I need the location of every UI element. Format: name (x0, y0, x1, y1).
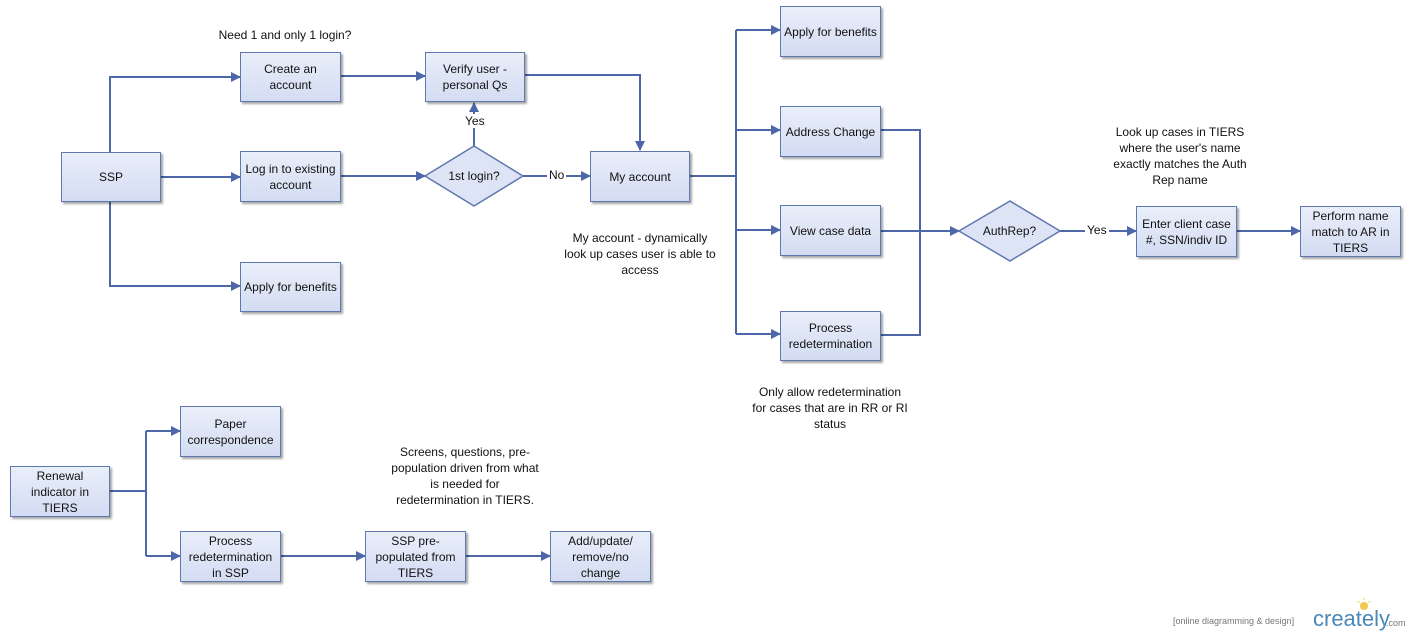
edge-process-to-authrep (881, 231, 921, 336)
node-apply-benefits-right-label: Apply for benefits (784, 24, 877, 39)
node-enter-client-case: Enter client case #, SSN/indiv ID (1136, 206, 1237, 257)
node-create-account: Create an account (240, 52, 341, 102)
edge-label-yes-verify: Yes (463, 114, 487, 128)
node-ssp-prepopulated-label: SSP pre-populated from TIERS (375, 533, 456, 580)
node-first-login-label: 1st login? (448, 169, 500, 183)
node-view-case-data-label: View case data (789, 223, 872, 238)
brand-logo-suffix: .com (1386, 618, 1406, 628)
node-my-account: My account (590, 151, 690, 202)
node-login-existing-label: Log in to existing account (245, 161, 336, 192)
node-verify-user-label: Verify user - personal Qs (442, 62, 508, 92)
node-perform-name-match-label: Perform name match to AR in TIERS (1311, 208, 1390, 255)
node-apply-benefits-right: Apply for benefits (780, 6, 881, 57)
node-my-account-label: My account (609, 169, 671, 184)
note-one-login: Need 1 and only 1 login? (218, 28, 352, 42)
node-apply-benefits-left-label: Apply for benefits (244, 280, 337, 294)
brand-tagline: [online diagramming & design] (1173, 616, 1295, 626)
edge-address-to-authrep (881, 129, 921, 231)
node-ssp-label: SSP (98, 170, 123, 184)
node-create-account-label: Create an account (264, 62, 317, 92)
node-paper-correspondence-label: Paper correspondence (187, 416, 274, 447)
node-apply-benefits-left: Apply for benefits (240, 262, 341, 312)
node-process-redetermination-label: Process redetermination (788, 321, 873, 351)
node-add-update-remove-label: Add/update/ remove/no change (568, 533, 633, 580)
node-process-redetermination-ssp-label: Process redetermination in SSP (188, 533, 273, 580)
node-ssp: SSP (61, 152, 161, 202)
decision-authrep (957, 200, 1062, 262)
node-address-change-label: Address Change (785, 124, 876, 139)
node-address-change: Address Change (780, 106, 881, 157)
edge-verify-to-myaccount (525, 74, 645, 151)
lightbulb-icon (1357, 598, 1371, 610)
node-view-case-data: View case data (780, 205, 881, 256)
note-screens: Screens, questions, pre-population drive… (391, 445, 539, 507)
node-ssp-prepopulated: SSP pre-populated from TIERS (365, 531, 466, 582)
edge-ssp-to-apply-benefits (109, 202, 241, 291)
note-lookup-tiers: Look up cases in TIERS where the user's … (1113, 125, 1247, 187)
edge-label-yes-authrep: Yes (1085, 223, 1109, 237)
node-renewal-indicator: Renewal indicator in TIERS (10, 466, 110, 517)
node-paper-correspondence: Paper correspondence (180, 406, 281, 457)
node-perform-name-match: Perform name match to AR in TIERS (1300, 206, 1401, 257)
node-verify-user: Verify user - personal Qs (425, 52, 525, 102)
node-authrep-label: AuthRep? (982, 224, 1037, 238)
node-renewal-indicator-label: Renewal indicator in TIERS (30, 468, 90, 515)
node-login-existing: Log in to existing account (240, 151, 341, 202)
node-process-redetermination-ssp: Process redetermination in SSP (180, 531, 281, 582)
node-enter-client-case-label: Enter client case #, SSN/indiv ID (1142, 216, 1231, 247)
edge-ssp-to-create-account (109, 72, 241, 152)
note-my-account: My account - dynamically look up cases u… (564, 231, 716, 277)
brand-logo: creately (1313, 606, 1391, 631)
node-process-redetermination: Process redetermination (780, 311, 881, 361)
note-redetermination-rr: Only allow redetermination for cases tha… (752, 385, 908, 431)
node-add-update-remove: Add/update/ remove/no change (550, 531, 651, 582)
decision-first-login (423, 145, 525, 207)
edge-label-no-myaccount: No (547, 168, 567, 182)
